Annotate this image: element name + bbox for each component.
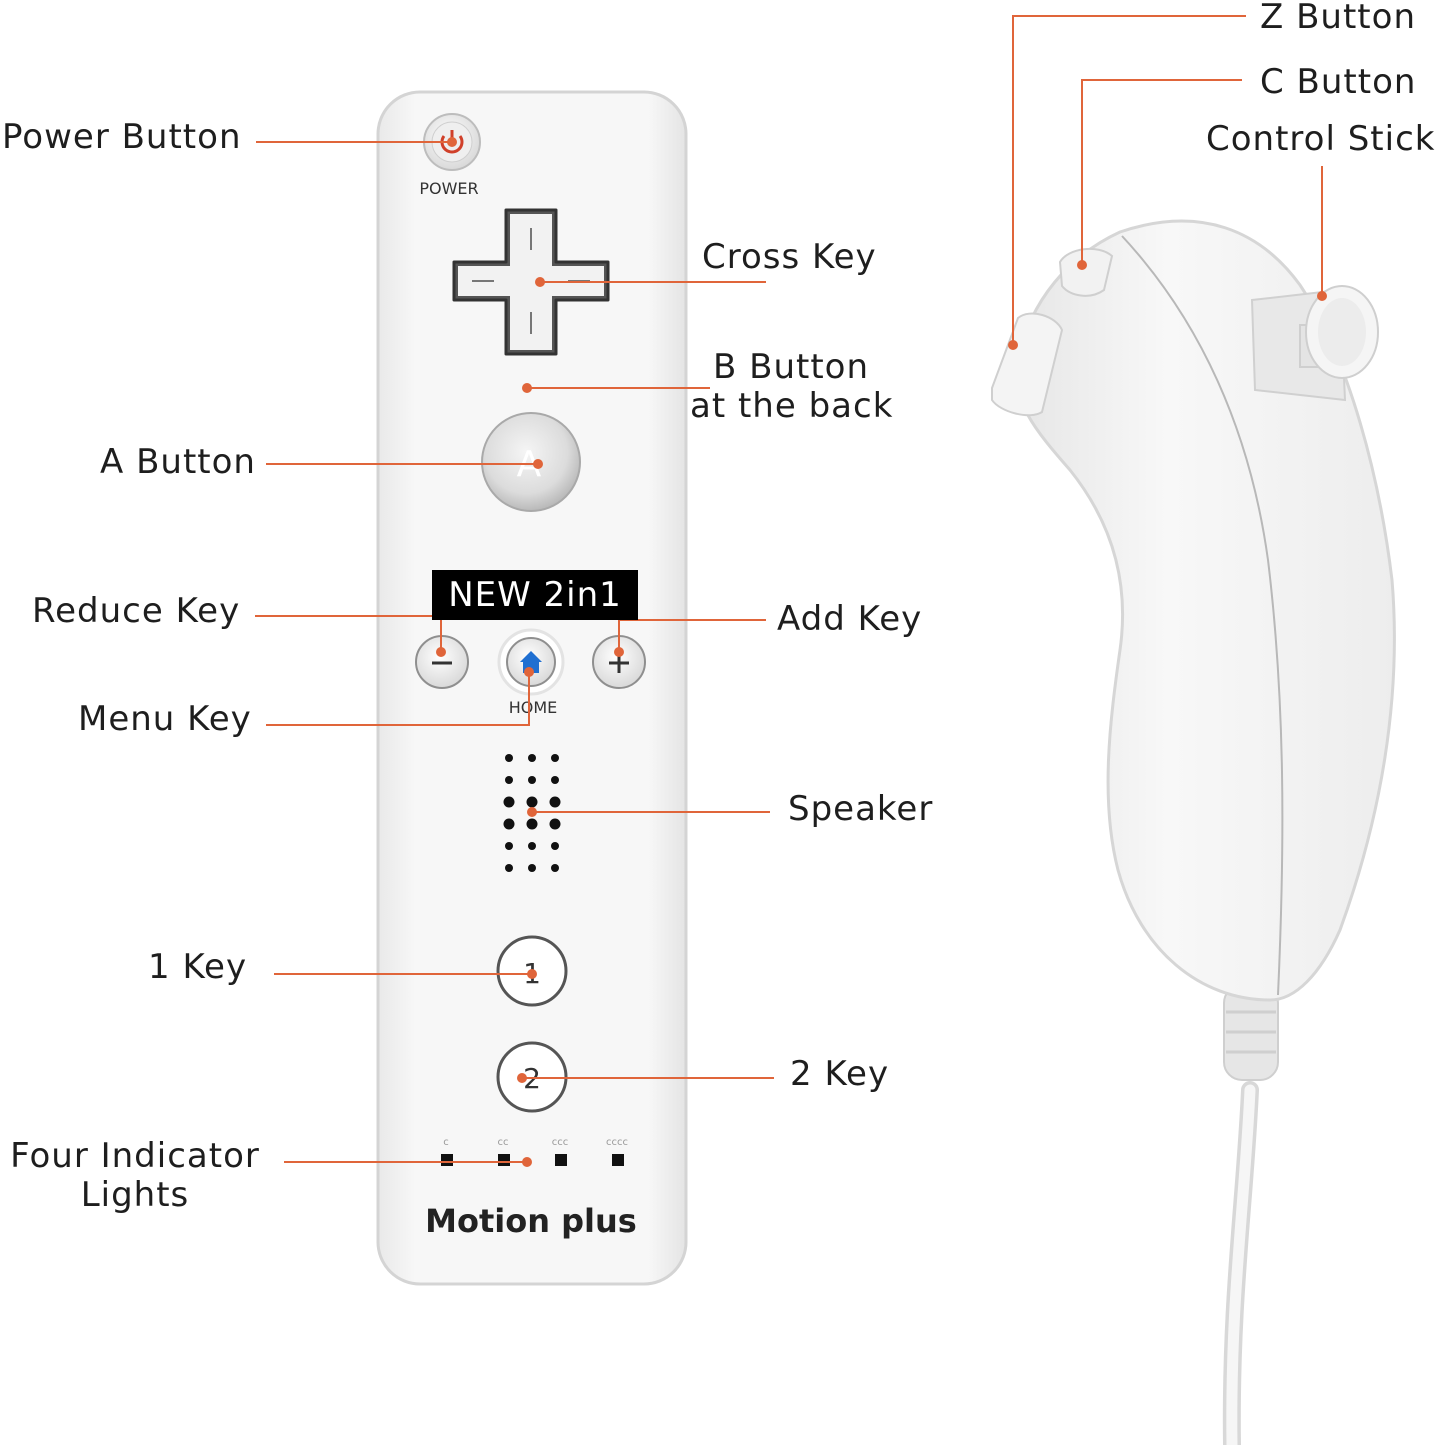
leader-dots bbox=[436, 137, 1327, 1167]
speaker-hole bbox=[528, 776, 536, 784]
indicator-lights: c cc ccc cccc bbox=[441, 1137, 628, 1166]
speaker-hole bbox=[528, 842, 536, 850]
speaker-grille bbox=[503, 754, 561, 872]
label-a-button: A Button bbox=[100, 442, 256, 482]
leader-c bbox=[1081, 79, 1242, 265]
speaker-hole bbox=[551, 842, 559, 850]
nunchuk bbox=[991, 219, 1396, 1445]
speaker-hole bbox=[505, 842, 513, 850]
label-control-stick: Control Stick bbox=[1206, 119, 1436, 159]
cable-strain-relief bbox=[1223, 984, 1279, 1081]
label-reduce-key: Reduce Key bbox=[32, 591, 241, 631]
indicator-mark-4: cccc bbox=[606, 1137, 628, 1148]
label-four-indicator-lights: Four Indicator Lights bbox=[4, 1136, 266, 1216]
new-2in1-badge: NEW 2in1 bbox=[432, 570, 638, 620]
nunchuk-body bbox=[1015, 219, 1396, 1002]
speaker-hole bbox=[551, 754, 559, 762]
label-2-key: 2 Key bbox=[790, 1054, 890, 1094]
speaker-hole bbox=[526, 818, 538, 830]
label-menu-key: Menu Key bbox=[78, 699, 252, 739]
a-button[interactable]: A bbox=[481, 412, 581, 512]
label-b-button: B Button at the back bbox=[690, 347, 894, 427]
power-text: POWER bbox=[419, 179, 478, 198]
indicator-light-1 bbox=[441, 1154, 453, 1166]
leader-lines bbox=[255, 15, 1323, 1163]
indicator-light-4 bbox=[612, 1154, 624, 1166]
indicator-mark-3: ccc bbox=[552, 1137, 569, 1148]
speaker-hole bbox=[528, 754, 536, 762]
label-cross-key: Cross Key bbox=[702, 237, 877, 277]
leader-add bbox=[618, 619, 766, 652]
speaker-hole bbox=[549, 818, 561, 830]
label-add-key: Add Key bbox=[777, 599, 923, 639]
speaker-hole bbox=[551, 776, 559, 784]
home-text: HOME bbox=[509, 698, 558, 717]
motion-plus-brand: Motion plus bbox=[425, 1202, 637, 1240]
speaker-hole bbox=[551, 864, 559, 872]
label-speaker: Speaker bbox=[788, 789, 934, 829]
speaker-hole bbox=[505, 776, 513, 784]
indicator-light-2 bbox=[498, 1154, 510, 1166]
indicator-mark-2: cc bbox=[498, 1137, 509, 1148]
label-power-button: Power Button bbox=[2, 117, 242, 157]
label-indicator-line2: Lights bbox=[80, 1175, 190, 1216]
speaker-hole bbox=[505, 864, 513, 872]
label-c-button: C Button bbox=[1260, 62, 1417, 102]
label-indicator-line1: Four Indicator bbox=[10, 1136, 260, 1176]
home-icon bbox=[520, 651, 542, 673]
leader-z bbox=[1012, 15, 1246, 345]
label-1-key: 1 Key bbox=[148, 947, 248, 987]
wii-remote: POWER A HOME bbox=[376, 90, 688, 1286]
nunchuk-control-stick[interactable] bbox=[1250, 285, 1379, 402]
nunchuk-z-button[interactable] bbox=[991, 312, 1064, 417]
indicator-mark-1: c bbox=[443, 1137, 449, 1148]
label-b-button-line2: at the back bbox=[690, 386, 894, 427]
indicator-light-3 bbox=[555, 1154, 567, 1166]
label-z-button: Z Button bbox=[1260, 0, 1416, 37]
leader-menu bbox=[266, 672, 530, 726]
speaker-hole bbox=[503, 796, 515, 808]
label-b-button-line1: B Button bbox=[712, 347, 870, 387]
speaker-hole bbox=[503, 818, 515, 830]
home-key[interactable] bbox=[497, 628, 565, 696]
speaker-hole bbox=[549, 796, 561, 808]
speaker-hole bbox=[526, 796, 538, 808]
speaker-hole bbox=[528, 864, 536, 872]
speaker-hole bbox=[505, 754, 513, 762]
nunchuk-c-button[interactable] bbox=[1058, 247, 1114, 297]
